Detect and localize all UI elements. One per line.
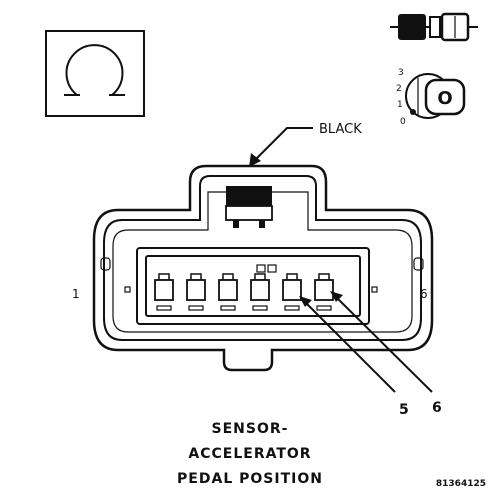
title-line-3: PEDAL POSITION [177, 471, 323, 487]
cavity-2 [186, 273, 206, 311]
key-position-0: 0 [400, 117, 406, 127]
connector-body [92, 164, 434, 372]
key-position-1: 1 [397, 100, 403, 110]
locking-latch [225, 186, 273, 228]
callout-pin-6: 6 [432, 400, 442, 416]
omega-termination-icon [45, 30, 145, 117]
cavity-4 [250, 273, 270, 311]
cavity-5 [282, 273, 302, 311]
pin-number-6: 6 [420, 287, 428, 301]
pin-number-1: 1 [72, 287, 80, 301]
wire-color-label: BLACK [319, 122, 362, 137]
title-line-2: ACCELERATOR [188, 446, 311, 462]
key-letter: O [437, 88, 452, 109]
cavity-6 [314, 273, 334, 311]
title-line-1: SENSOR- [212, 421, 289, 437]
wire-color-callout: BLACK [249, 122, 362, 167]
key-position-3: 3 [398, 68, 404, 78]
key-position-2: 2 [396, 84, 402, 94]
pin-callouts: 5 6 [299, 291, 442, 418]
connector-pair-icon [390, 12, 478, 42]
connector-title: SENSOR- ACCELERATOR PEDAL POSITION [177, 421, 323, 487]
callout-pin-5: 5 [399, 402, 409, 418]
cavity-3 [218, 273, 238, 311]
cavity-row [154, 273, 334, 311]
cavity-1 [154, 273, 174, 311]
ignition-key-icon: 3 2 1 0 O [396, 68, 466, 127]
figure-id: 81364125 [436, 479, 486, 489]
